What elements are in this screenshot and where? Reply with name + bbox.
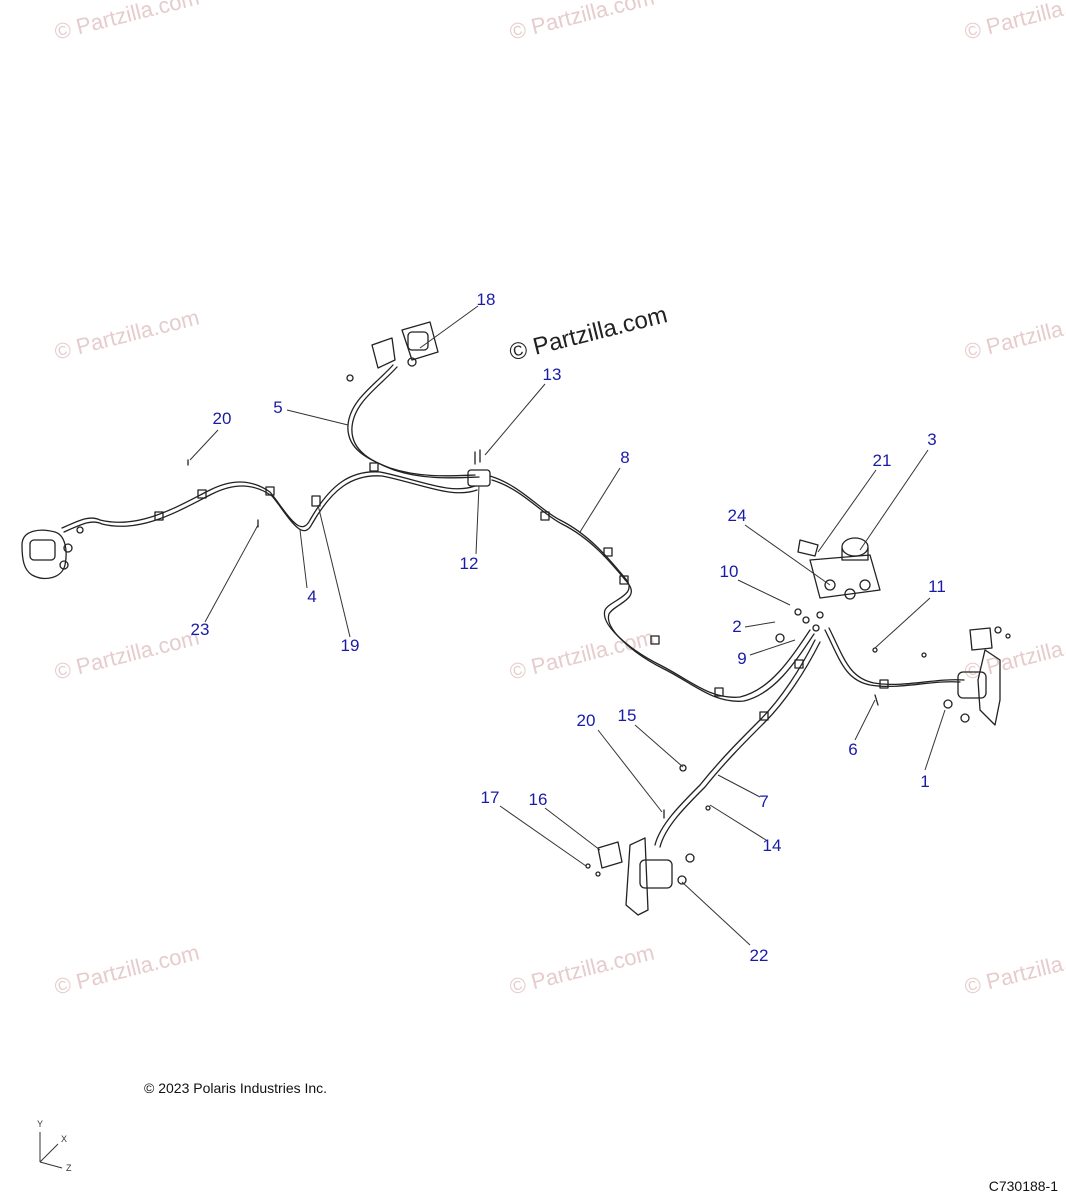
brake-line-6 xyxy=(824,629,961,688)
callout-7: 7 xyxy=(759,792,769,811)
callout-3: 3 xyxy=(927,430,937,449)
callout-9: 9 xyxy=(737,649,747,668)
callout-20-lower: 20 xyxy=(576,711,596,730)
callout-10: 10 xyxy=(719,562,739,581)
callout-19: 19 xyxy=(340,636,360,655)
axis-y-label: Y xyxy=(37,1119,44,1129)
callout-6: 6 xyxy=(848,740,858,759)
copyright-notice: © 2023 Polaris Industries Inc. xyxy=(144,1080,328,1096)
callout-13: 13 xyxy=(542,365,562,384)
callout-8: 8 xyxy=(620,448,630,467)
callout-21: 21 xyxy=(872,451,892,470)
callout-24: 24 xyxy=(727,506,747,525)
brake-line-4 xyxy=(61,471,476,529)
master-cylinder xyxy=(797,537,881,600)
callout-17: 17 xyxy=(480,788,500,807)
callout-14: 14 xyxy=(762,836,782,855)
upper-caliper xyxy=(346,321,439,382)
callout-23: 23 xyxy=(190,620,210,639)
lower-caliper xyxy=(585,837,695,916)
junction-block xyxy=(467,469,491,487)
brake-line-8 xyxy=(489,475,811,698)
callout-4: 4 xyxy=(307,587,317,606)
callout-2: 2 xyxy=(732,617,742,636)
brake-line-5 xyxy=(347,364,476,477)
callout-16: 16 xyxy=(528,790,548,809)
callout-1: 1 xyxy=(920,772,930,791)
axis-x-label: X xyxy=(61,1134,68,1144)
callout-20: 20 xyxy=(212,409,232,428)
callout-18: 18 xyxy=(476,290,496,309)
leader-lines xyxy=(189,305,946,946)
callout-11: 11 xyxy=(928,577,946,596)
callout-12: 12 xyxy=(459,554,479,573)
axis-triad xyxy=(39,1132,63,1169)
axis-z-label: Z xyxy=(66,1163,72,1173)
right-caliper xyxy=(943,626,1011,726)
brake-line-7 xyxy=(654,639,816,846)
callout-22: 22 xyxy=(749,946,769,965)
left-caliper xyxy=(21,526,84,579)
callout-15: 15 xyxy=(617,706,637,725)
figure-id: C730188-1 xyxy=(988,1178,1058,1194)
callout-5: 5 xyxy=(273,398,283,417)
